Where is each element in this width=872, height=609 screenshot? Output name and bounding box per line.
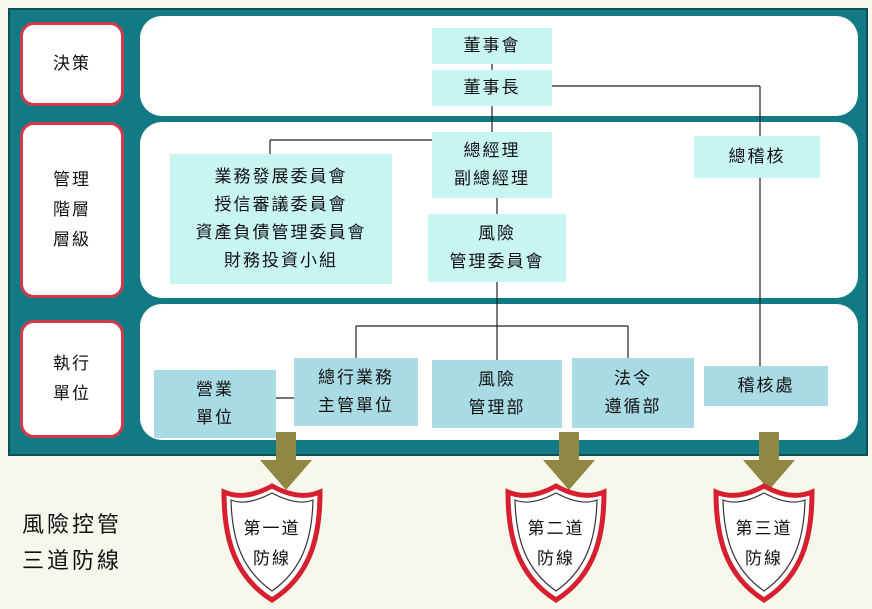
defense-title-line: 風險控管 (22, 513, 123, 538)
node-text: 營業 (196, 380, 234, 400)
node-text: 風險 (478, 224, 516, 244)
node-text: 遵循部 (604, 397, 662, 417)
shield-icon (505, 483, 607, 603)
down-arrow-icon (543, 432, 595, 490)
node-text: 總行業務 (318, 368, 394, 388)
level-label-execution: 執行 單位 (20, 320, 124, 438)
node-text: 總稽核 (728, 147, 786, 167)
defense-title-line: 三道防線 (22, 549, 123, 574)
down-arrow-icon (743, 432, 795, 490)
node-text: 主管單位 (318, 396, 394, 416)
node-text: 財務投資小組 (224, 251, 338, 271)
defense-title: 風險控管 三道防線 (22, 508, 122, 580)
chief-auditor-node: 總稽核 (694, 136, 820, 178)
committees-node: 業務發展委員會 授信審議委員會 資產負債管理委員會 財務投資小組 (170, 154, 392, 284)
shield-label: 第二道 防線 (504, 492, 608, 596)
second-line-shield: 第二道 防線 (504, 482, 608, 604)
president-node: 總經理 副總經理 (432, 132, 552, 198)
node-text: 單位 (196, 408, 234, 428)
level-label-text: 管理 (53, 170, 91, 190)
node-text: 稽核處 (737, 376, 795, 396)
board-of-directors-node: 董事會 (432, 28, 552, 64)
level-label-text: 執行 (53, 354, 91, 374)
third-line-shield: 第三道 防線 (712, 482, 816, 604)
node-text: 管理部 (468, 398, 526, 418)
level-label-text: 決策 (53, 54, 91, 74)
level-label-management: 管理 階層 層級 (20, 122, 124, 298)
hq-business-node: 總行業務 主管單位 (294, 358, 418, 426)
shield-label-line: 防線 (745, 549, 783, 569)
node-text: 管理委員會 (449, 252, 545, 272)
level-label-text: 階層 (53, 200, 91, 220)
node-text: 總經理 (463, 141, 521, 161)
compliance-dept-node: 法令 遵循部 (572, 358, 694, 428)
shield-label-line: 第二道 (527, 519, 585, 539)
down-arrow-icon (260, 432, 312, 490)
risk-management-dept-node: 風險 管理部 (432, 360, 562, 428)
node-text: 授信審議委員會 (214, 195, 348, 215)
risk-committee-node: 風險 管理委員會 (428, 214, 566, 282)
shield-icon (221, 483, 323, 603)
audit-dept-node: 稽核處 (704, 366, 828, 406)
chairman-node: 董事長 (432, 70, 552, 106)
first-line-shield: 第一道 防線 (220, 482, 324, 604)
node-text: 資產負債管理委員會 (195, 223, 367, 243)
shield-label: 第一道 防線 (220, 492, 324, 596)
business-units-node: 營業 單位 (154, 370, 276, 438)
node-text: 董事長 (463, 78, 521, 98)
node-text: 法令 (614, 369, 652, 389)
level-label-decision: 決策 (20, 22, 124, 106)
shield-icon (713, 483, 815, 603)
node-text: 董事會 (463, 36, 521, 56)
node-text: 業務發展委員會 (214, 167, 348, 187)
shield-label-line: 第一道 (243, 519, 301, 539)
level-label-text: 單位 (53, 384, 91, 404)
node-text: 副總經理 (454, 169, 530, 189)
level-label-text: 層級 (53, 230, 91, 250)
shield-label-line: 防線 (253, 549, 291, 569)
shield-label-line: 防線 (537, 549, 575, 569)
node-text: 風險 (478, 370, 516, 390)
shield-label-line: 第三道 (735, 519, 793, 539)
shield-label: 第三道 防線 (712, 492, 816, 596)
